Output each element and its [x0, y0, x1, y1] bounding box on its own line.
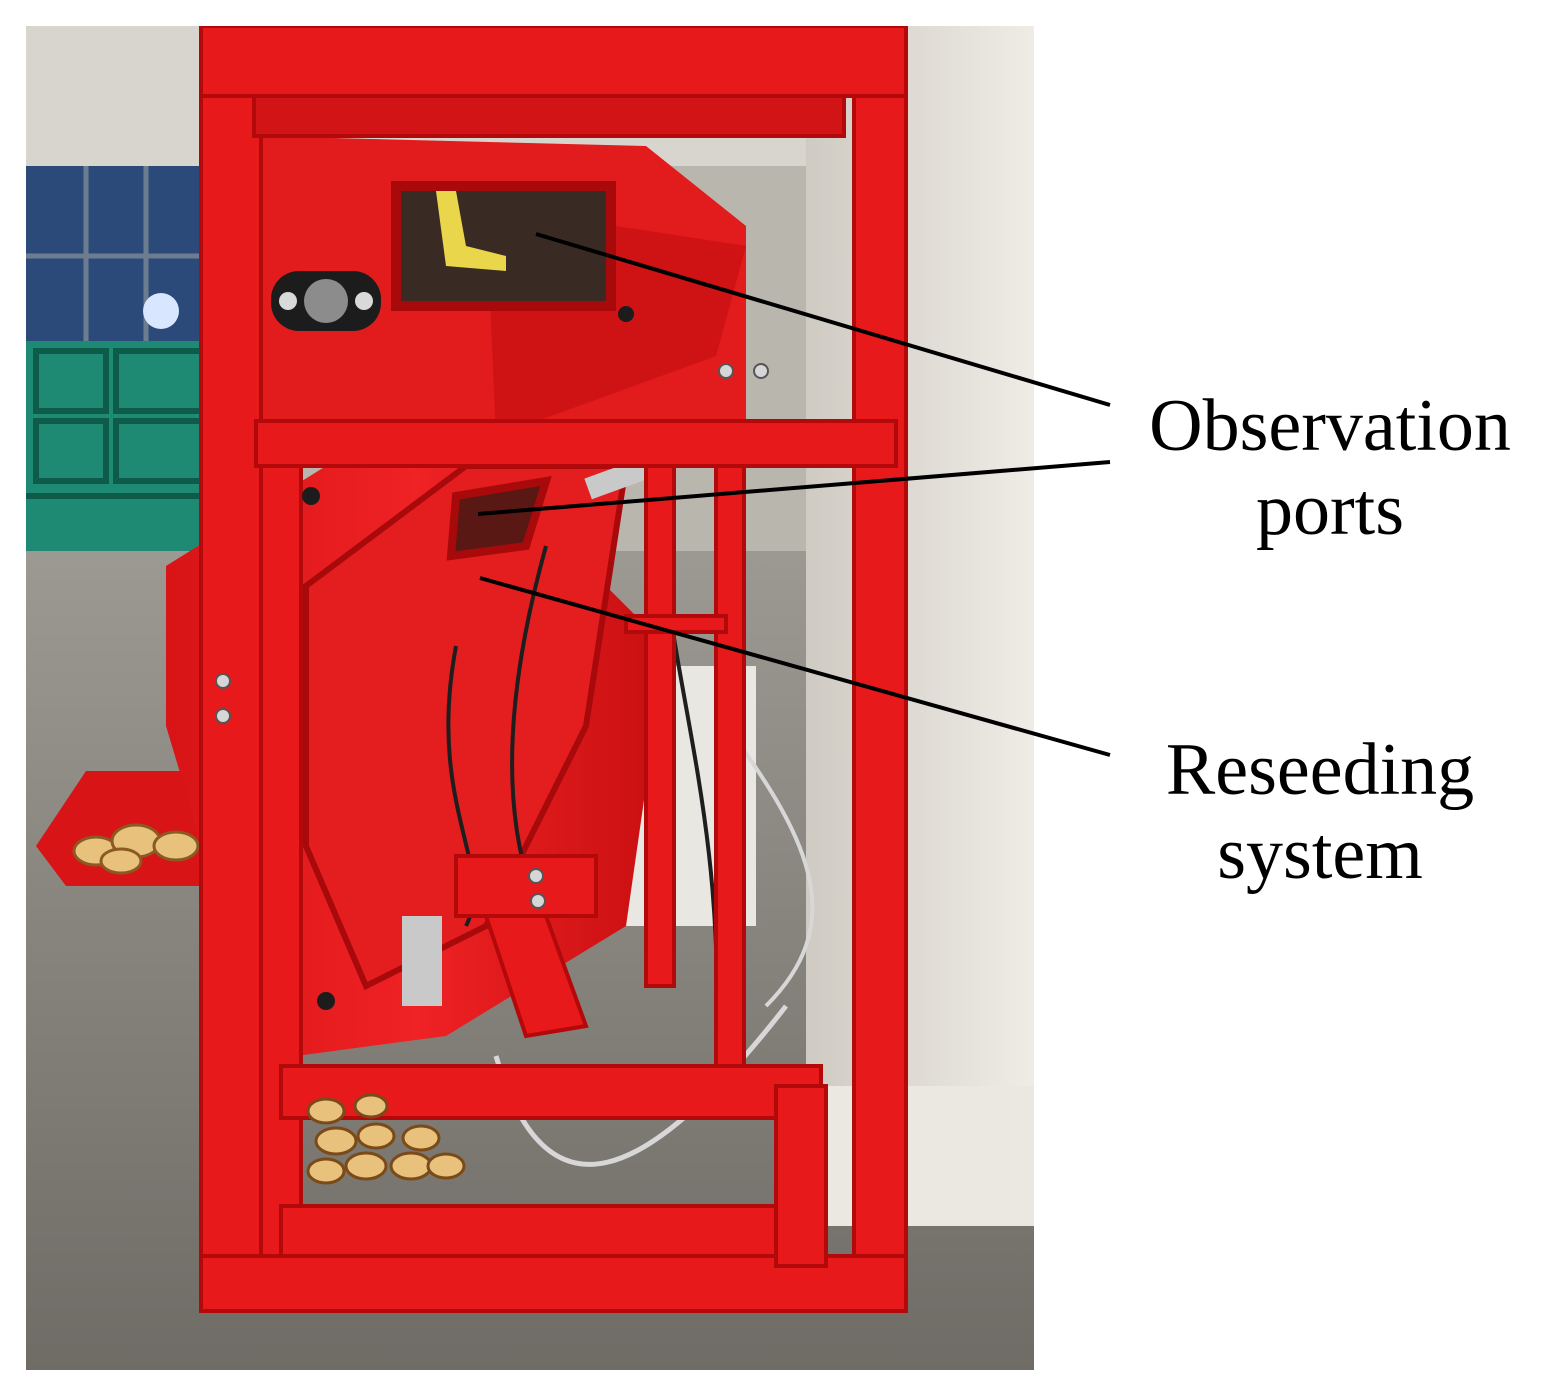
machine-photo: [26, 26, 1034, 1370]
observation-ports-label: Observation ports: [1130, 384, 1530, 552]
reseeding-system-label-line2: system: [1217, 813, 1423, 895]
observation-ports-label-line2: ports: [1256, 469, 1404, 551]
pillar: [806, 26, 1034, 1226]
seed-potatoes-floor: [306, 1093, 466, 1185]
observation-ports-label-line1: Observation: [1149, 385, 1511, 467]
yellow-bracket: [436, 191, 506, 271]
green-cabinet: [26, 341, 216, 551]
reseeding-system-label-line1: Reseeding: [1165, 729, 1475, 811]
lower-cylinder: [402, 916, 442, 1006]
upper-observation-port: [391, 181, 616, 311]
pillar-base: [796, 1086, 1034, 1226]
window-light: [143, 293, 179, 329]
seed-potatoes-hopper: [72, 823, 200, 875]
reseeding-system-label: Reseeding system: [1120, 728, 1520, 896]
bearing-mount: [271, 271, 381, 331]
